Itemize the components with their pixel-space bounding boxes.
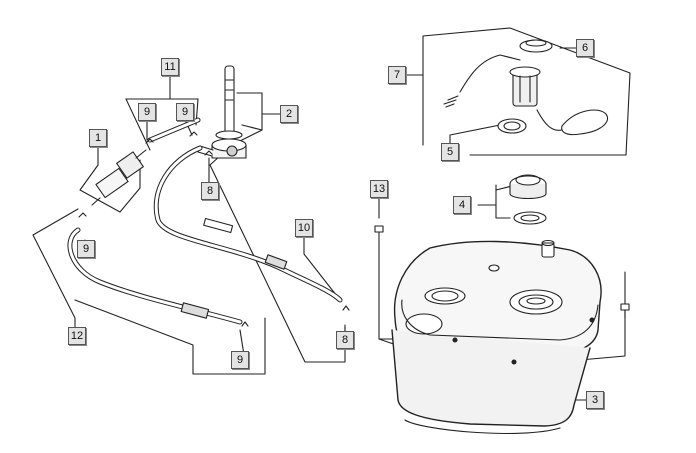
mounting-bolts (374, 225, 630, 319)
callout-10-hose: 10 (295, 219, 313, 237)
callout-11-hose-set: 11 (161, 58, 179, 76)
fuel-hoses (67, 117, 343, 325)
callout-3-fuel-tank: 3 (586, 391, 604, 409)
callout-9-clamp-a: 9 (138, 103, 156, 121)
callout-7-level-sender: 7 (388, 66, 406, 84)
fuel-tap (197, 65, 247, 159)
fuel-level-sender (443, 39, 608, 136)
callout-2-fuel-tap: 2 (280, 105, 298, 123)
filler-cap (509, 174, 547, 225)
hose-clamps (78, 131, 350, 327)
callout-8-clamp-lower: 8 (336, 331, 354, 349)
callout-9-clamp-c: 9 (77, 240, 95, 258)
callout-4-filler-cap: 4 (453, 196, 471, 214)
callout-9-clamp-d: 9 (231, 351, 249, 369)
callout-13-bolt: 13 (370, 180, 388, 198)
callout-6-lock-ring: 6 (576, 39, 594, 57)
fuel-tank (391, 239, 602, 435)
callout-1-fuel-filter: 1 (89, 129, 107, 147)
callout-12-hose: 12 (68, 327, 86, 345)
fuel-filter (91, 149, 147, 206)
callout-9-clamp-b: 9 (176, 103, 194, 121)
callout-5-gasket: 5 (441, 143, 459, 161)
callout-8-clamp-upper: 8 (201, 182, 219, 200)
